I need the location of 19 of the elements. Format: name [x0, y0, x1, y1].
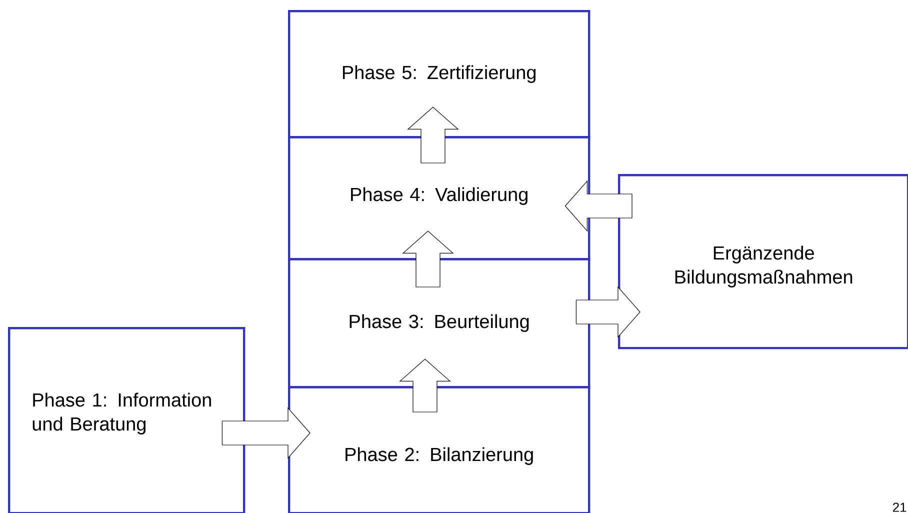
block-arrow [564, 180, 632, 232]
phase-label: Ergänzende Bildungsmaßnahmen [675, 246, 852, 288]
phase-box [288, 136, 590, 260]
phase-box [288, 386, 590, 513]
phase-label: Phase 1: Information und Beratung [32, 392, 211, 434]
block-arrow [576, 286, 640, 338]
block-arrow [222, 407, 310, 459]
phase-box [618, 174, 908, 350]
page-number: 21 [893, 502, 906, 512]
block-arrow [399, 358, 451, 412]
phase-label: Phase 2: Bilanzierung [346, 447, 533, 465]
phase-label: Phase 5: Zertifizierung [342, 65, 536, 83]
phase-box [288, 258, 590, 388]
phase-label: Phase 4: Validierung [351, 187, 528, 205]
block-arrow [402, 230, 454, 288]
phase-box [288, 10, 590, 138]
phase-box [8, 327, 246, 513]
block-arrow [407, 106, 459, 164]
phase-label: Phase 3: Beurteilung [350, 314, 529, 332]
